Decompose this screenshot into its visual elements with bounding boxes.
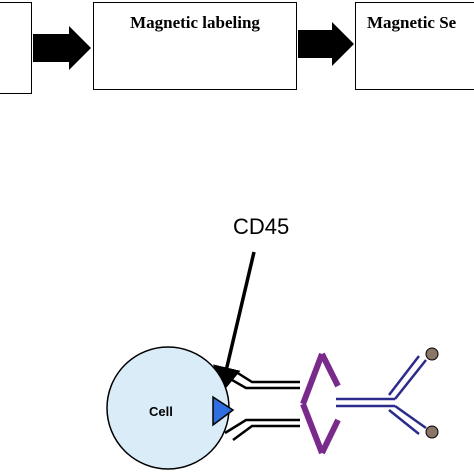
- linker-molecules: [300, 352, 341, 455]
- flow-arrow-1: [33, 26, 91, 70]
- primary-antibody: [224, 368, 300, 442]
- cd45-pointer-arrow: [213, 251, 256, 395]
- magnetic-bead-bottom: [425, 425, 439, 439]
- step-label-magnetic-labeling: Magnetic labeling: [130, 13, 260, 32]
- step-box-magnetic-labeling: Magnetic labeling: [93, 2, 297, 90]
- cd45-receptor: [212, 395, 235, 427]
- magnetic-bead-top: [425, 347, 439, 361]
- step-label-magnetic-separation: Magnetic Se: [367, 13, 457, 32]
- cell-label: Cell: [149, 404, 173, 419]
- cd45-label: CD45: [233, 214, 290, 239]
- step-box-left: [0, 2, 32, 94]
- secondary-antibody: [336, 355, 427, 435]
- step-box-magnetic-separation: Magnetic Se: [355, 2, 474, 90]
- flow-arrow-2: [298, 22, 354, 66]
